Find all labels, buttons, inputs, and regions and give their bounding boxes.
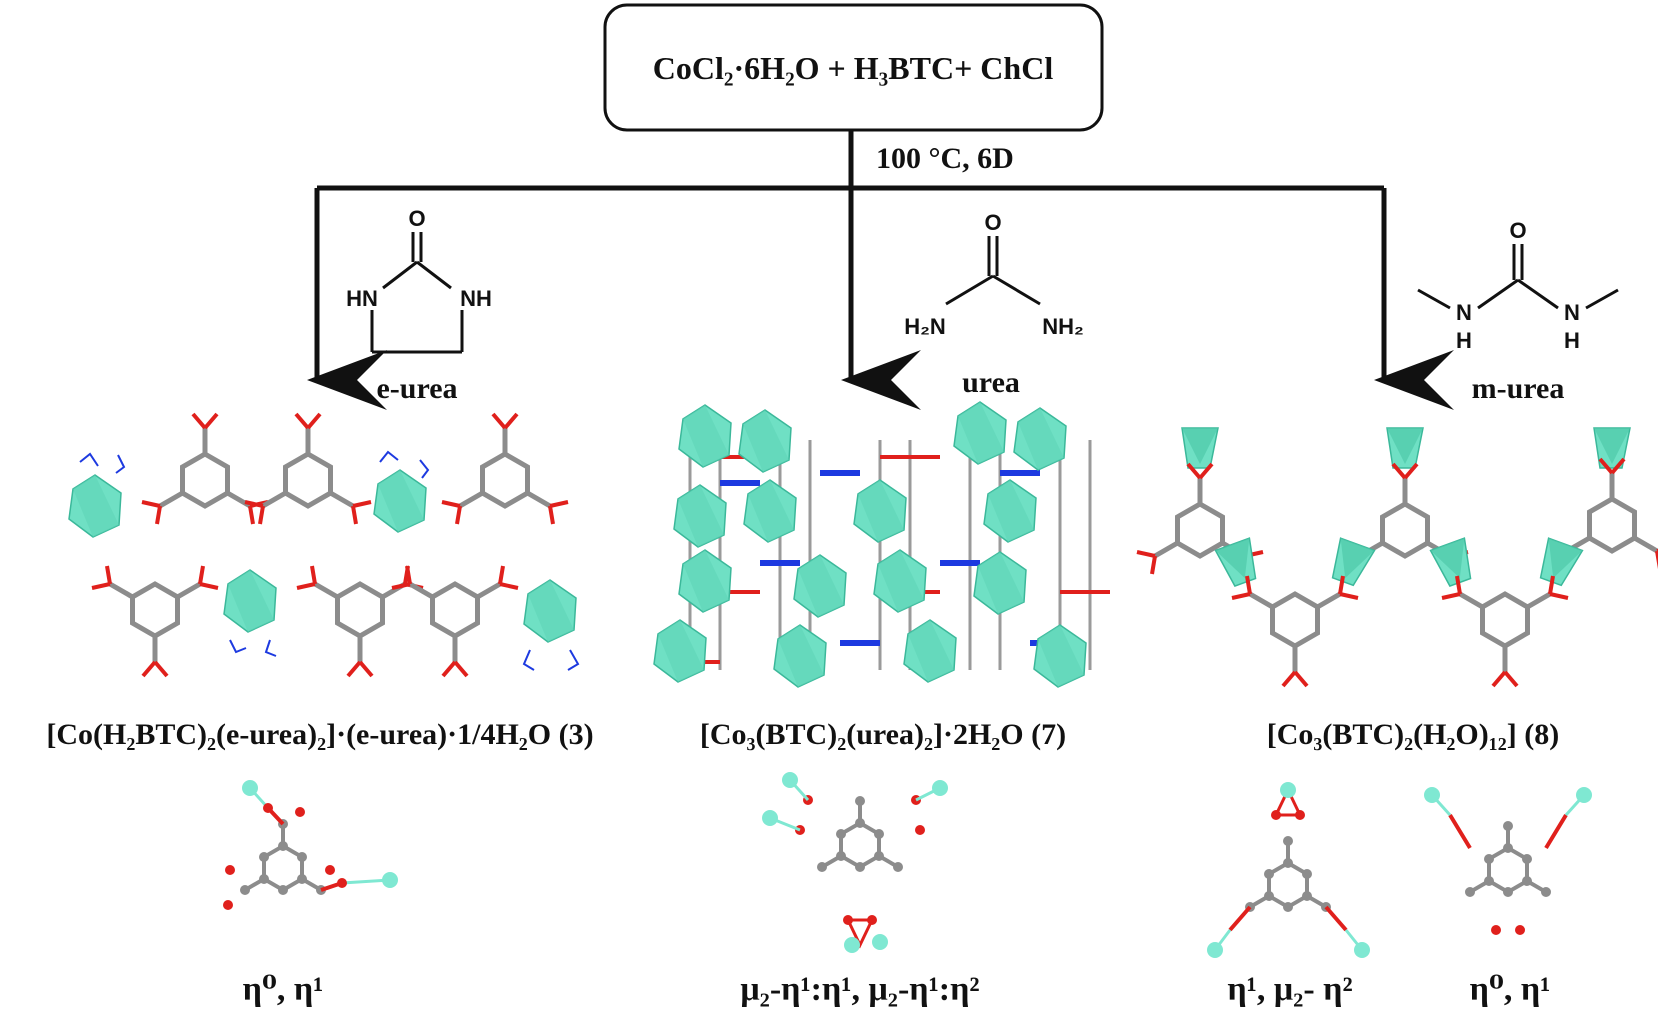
svg-text:HN: HN <box>346 286 378 311</box>
mode-8b-label: η⁰, η¹ <box>1470 971 1551 1008</box>
product-7-formula: [Co₃(BTC)₂(urea)₂]·2H₂O (7) <box>700 718 1066 751</box>
svg-text:NH: NH <box>460 286 492 311</box>
product-3-formula: [Co(H₂BTC)₂(e-urea)₂]·(e-urea)·1/4H₂O (3… <box>46 718 593 751</box>
e-urea-label: e-urea <box>376 372 457 405</box>
mode-8b-figure <box>1424 787 1592 935</box>
svg-text:O: O <box>1509 218 1526 243</box>
m-urea-label: m-urea <box>1472 372 1565 405</box>
svg-text:N: N <box>1564 300 1580 325</box>
urea-label: urea <box>962 366 1020 399</box>
svg-text:H: H <box>1456 328 1472 353</box>
reaction-arrows <box>307 130 1454 410</box>
svg-text:H: H <box>1564 328 1580 353</box>
mode-3-figure <box>223 780 398 910</box>
mode-7-figure <box>762 772 948 953</box>
mode-3-label: η⁰, η¹ <box>243 971 324 1008</box>
reaction-conditions: 100 °C, 6D <box>876 142 1014 175</box>
svg-text:O: O <box>984 210 1001 235</box>
structure-3-chain <box>68 414 580 676</box>
product-8-formula: [Co₃(BTC)₂(H₂O)₁₂] (8) <box>1267 718 1559 751</box>
structure-8-chain <box>1137 427 1658 686</box>
svg-text:N: N <box>1456 300 1472 325</box>
m-urea-structure: O N N H H <box>1417 218 1619 353</box>
mode-8a-figure <box>1207 782 1370 958</box>
mode-7-label: μ₂-η¹:η¹, μ₂-η¹:η² <box>740 971 979 1008</box>
reactant-formula: CoCl₂·6H₂O + H₃BTC+ ChCl <box>653 50 1054 86</box>
svg-text:O: O <box>408 206 425 231</box>
svg-text:H₂N: H₂N <box>904 314 946 339</box>
urea-structure: O H₂N NH₂ <box>904 210 1084 339</box>
mode-8a-label: η¹, μ₂- η² <box>1227 971 1352 1008</box>
svg-text:NH₂: NH₂ <box>1042 314 1084 339</box>
structure-7-framework <box>650 401 1130 688</box>
e-urea-structure: O HN NH <box>346 206 492 354</box>
